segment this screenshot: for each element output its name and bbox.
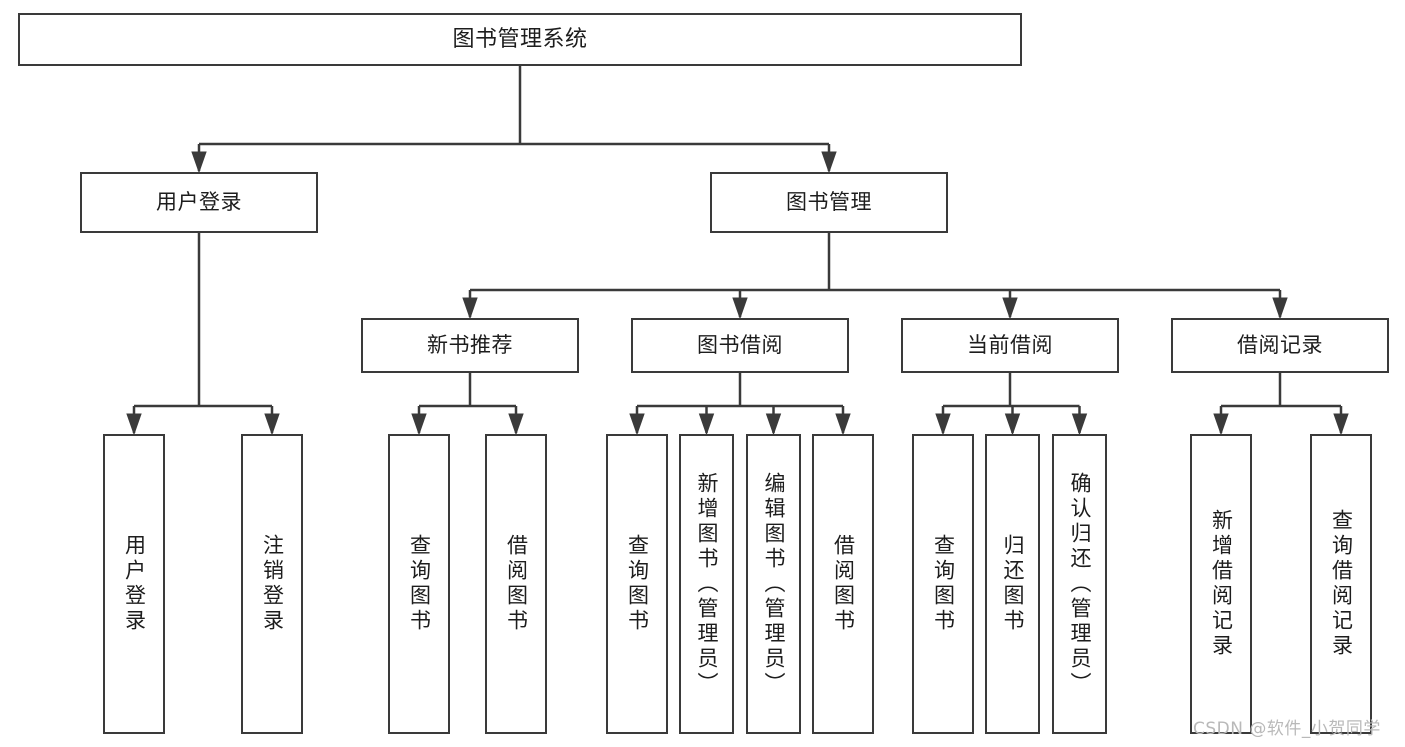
arrowhead: [1004, 413, 1021, 436]
node-label: 编辑图书（管理员）: [762, 471, 787, 697]
edge-group-user-login: [126, 233, 280, 436]
node-leaf-confirm-return[interactable]: 确认归还（管理员）: [1052, 434, 1107, 734]
node-label: 图书管理系统: [452, 26, 588, 52]
node-leaf-logout[interactable]: 注销登录: [241, 434, 303, 734]
node-current-borrow[interactable]: 当前借阅: [901, 318, 1119, 373]
arrowhead: [765, 413, 782, 436]
arrowhead: [821, 151, 837, 174]
node-label: 图书借阅: [697, 333, 783, 358]
edge-group-root: [191, 66, 837, 174]
edge-group-book-borrow: [629, 373, 851, 436]
node-label: 注销登录: [260, 534, 285, 634]
node-user-login[interactable]: 用户登录: [80, 172, 318, 233]
arrowhead: [191, 151, 207, 174]
node-new-book-rec[interactable]: 新书推荐: [361, 318, 579, 373]
node-label: 新书推荐: [427, 333, 513, 358]
arrowhead: [629, 413, 645, 436]
node-book-borrow[interactable]: 图书借阅: [631, 318, 849, 373]
node-label: 新增借阅记录: [1209, 509, 1234, 659]
arrowhead: [1333, 413, 1349, 436]
node-leaf-borrow-book-2[interactable]: 借阅图书: [812, 434, 874, 734]
node-label: 新增图书（管理员）: [695, 471, 720, 697]
watermark: CSDN @软件_小贺同学: [1193, 719, 1381, 739]
node-leaf-edit-book[interactable]: 编辑图书（管理员）: [746, 434, 801, 734]
node-label: 图书管理: [786, 190, 872, 215]
edge-group-book-manage: [462, 233, 1288, 320]
node-label: 当前借阅: [967, 333, 1053, 358]
node-leaf-query-book-2[interactable]: 查询图书: [606, 434, 668, 734]
node-book-manage[interactable]: 图书管理: [710, 172, 948, 233]
arrowhead: [126, 413, 142, 436]
node-label: 借阅图书: [504, 534, 529, 634]
arrowhead: [264, 413, 280, 436]
arrowhead: [462, 297, 478, 320]
node-leaf-user-login[interactable]: 用户登录: [103, 434, 165, 734]
node-leaf-query-book-3[interactable]: 查询图书: [912, 434, 974, 734]
edge-group-borrow-record: [1213, 373, 1349, 436]
node-label: 借阅图书: [831, 534, 856, 634]
node-label: 用户登录: [122, 534, 147, 634]
node-label: 确认归还（管理员）: [1068, 471, 1093, 697]
node-root[interactable]: 图书管理系统: [18, 13, 1022, 66]
arrowhead: [1071, 413, 1088, 436]
node-label: 查询图书: [407, 534, 432, 634]
arrowhead: [411, 413, 427, 436]
arrowhead: [508, 413, 524, 436]
node-label: 借阅记录: [1237, 333, 1323, 358]
node-label: 用户登录: [156, 190, 242, 215]
edge-group-new-book-rec: [411, 373, 524, 436]
arrowhead: [698, 413, 715, 436]
arrowhead: [732, 297, 748, 320]
arrowhead: [1272, 297, 1288, 320]
node-label: 查询图书: [625, 534, 650, 634]
edge-group-current-borrow: [935, 373, 1088, 436]
node-leaf-query-book-1[interactable]: 查询图书: [388, 434, 450, 734]
arrowhead: [1002, 297, 1018, 320]
arrowhead: [835, 413, 851, 436]
node-leaf-add-record[interactable]: 新增借阅记录: [1190, 434, 1252, 734]
node-label: 查询图书: [931, 534, 956, 634]
node-leaf-return-book[interactable]: 归还图书: [985, 434, 1040, 734]
arrowhead: [935, 413, 951, 436]
node-leaf-query-record[interactable]: 查询借阅记录: [1310, 434, 1372, 734]
node-borrow-record[interactable]: 借阅记录: [1171, 318, 1389, 373]
node-leaf-add-book[interactable]: 新增图书（管理员）: [679, 434, 734, 734]
node-label: 归还图书: [1001, 534, 1026, 634]
node-label: 查询借阅记录: [1329, 509, 1354, 659]
arrowhead: [1213, 413, 1229, 436]
node-leaf-borrow-book-1[interactable]: 借阅图书: [485, 434, 547, 734]
